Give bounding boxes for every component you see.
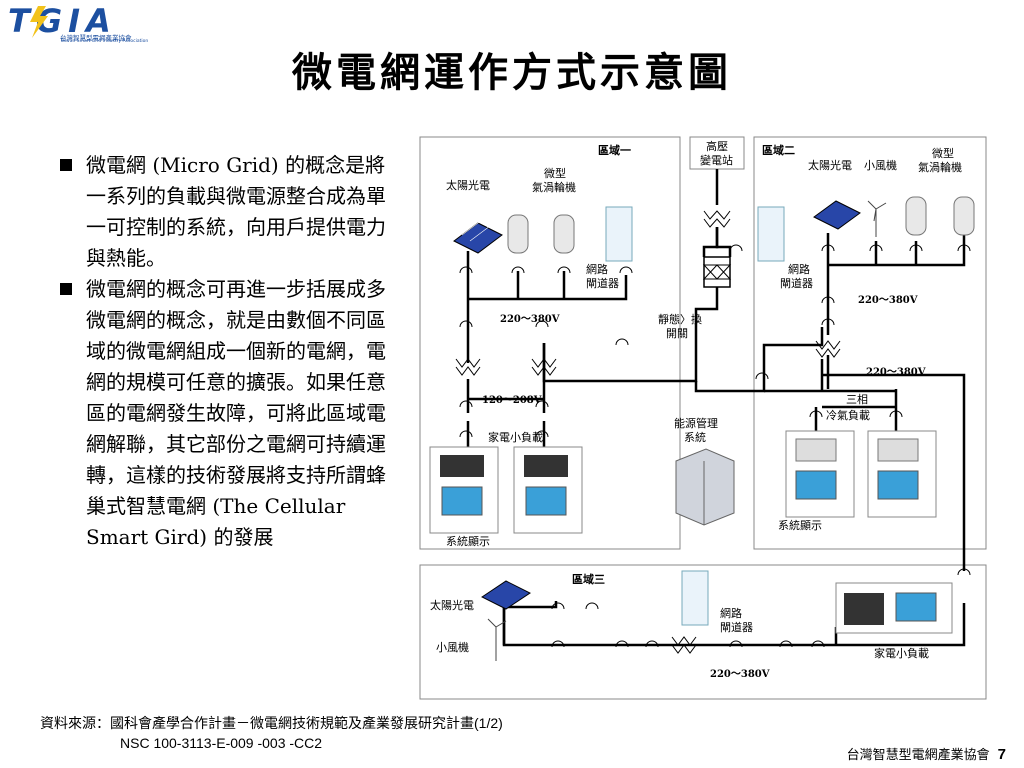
zone2-gateway-label-1: 網路 <box>788 262 810 276</box>
bullet-text: 微電網 (Micro Grid) 的概念是將一系列的負載與微電源整合成為單一可控… <box>86 153 386 270</box>
bullet-square-icon <box>60 159 72 171</box>
zone2-transformers <box>815 340 841 358</box>
static-switch-icon <box>702 264 732 280</box>
zone1-display-label: 系統顯示 <box>446 534 490 548</box>
ems-label-1: 能源管理 <box>674 416 718 430</box>
zone3-gateway-label-2: 閘道器 <box>720 620 753 634</box>
zone3-gateway-icon <box>681 570 709 626</box>
logo-text: TGIA <box>8 4 117 40</box>
zone1-solar-panel-icon <box>453 216 503 254</box>
zone3-breakers <box>551 568 971 648</box>
bullet-text: 微電網的概念可再進一步括展成多微電網的概念，就是由數個不同區域的微電網組成一個新… <box>86 277 386 549</box>
lightning-bolt-icon <box>30 6 48 38</box>
logo-subtitle-en: Taiwan Smart Grid Industry Association <box>60 39 149 44</box>
ems-server-icon <box>675 448 735 526</box>
breaker-icon <box>755 372 769 380</box>
zone1-wiring <box>466 251 628 451</box>
zone1-solar-label: 太陽光電 <box>446 178 490 192</box>
zone2-wind-turbine-icon <box>867 200 887 237</box>
zone1-turbine-label-1: 微型 <box>544 166 566 180</box>
footer: 台灣智慧型電網產業協會 7 <box>847 744 1006 763</box>
zone1-breakers <box>459 266 633 438</box>
microgrid-diagram: 區域一 區域二 區域三 高壓 變電站 <box>416 131 990 703</box>
substation-label-1: 高壓 <box>706 139 728 153</box>
zone2-wind-label: 小風機 <box>864 158 897 172</box>
zone1-voltage-low: 120～208V <box>482 395 542 406</box>
zone2-gateway-icon <box>757 206 785 262</box>
tv-icon <box>440 455 484 477</box>
static-switch-label-2: 開關 <box>666 327 688 340</box>
zone2-breakers <box>809 244 971 418</box>
zone2-turbine-icon <box>905 196 975 236</box>
zone2-solar-label: 太陽光電 <box>808 158 852 172</box>
zone2-voltage-main: 220～380V <box>858 295 918 306</box>
zone3-gateway-label-1: 網路 <box>720 606 742 620</box>
bullet-item: 微電網 (Micro Grid) 的概念是將一系列的負載與微電源整合成為單一可控… <box>58 150 388 274</box>
logo-graphic: TGIA <box>8 4 117 40</box>
zone3-box <box>419 564 987 700</box>
air-conditioner-icon <box>877 438 919 462</box>
zone1-gateway-icon <box>605 206 633 262</box>
bullet-list: 微電網 (Micro Grid) 的概念是將一系列的負載與微電源整合成為單一可控… <box>58 150 388 553</box>
breaker-icon <box>615 338 629 346</box>
page-title: 微電網運作方式示意圖 <box>292 49 732 96</box>
zone2-display-label: 系統顯示 <box>778 518 822 532</box>
footer-org: 台灣智慧型電網產業協會 <box>846 747 990 762</box>
bullet-item: 微電網的概念可再進一步括展成多微電網的概念，就是由數個不同區域的微電網組成一個新… <box>58 274 388 553</box>
zone1-voltage-main: 220～380V <box>500 314 560 325</box>
zone2-label: 區域二 <box>762 143 795 157</box>
tgia-logo: TGIA 台灣智慧型電網產業協會 Taiwan Smart Grid Indus… <box>8 4 183 46</box>
monitor-icon <box>525 486 567 516</box>
tv-icon <box>524 455 568 477</box>
zone3-wind-label: 小風機 <box>436 640 469 654</box>
source-note: 資料來源：國科會產學合作計畫－微電網技術規範及產業發展研究計畫(1/2) NSC… <box>40 713 503 753</box>
zone1-box <box>419 136 681 550</box>
zone3-label: 區域三 <box>572 572 605 586</box>
bullet-square-icon <box>60 283 72 295</box>
substation-label-2: 變電站 <box>700 153 733 167</box>
ems-label-2: 系統 <box>684 430 706 444</box>
zone1-turbine-label-2: 氣渦輪機 <box>532 180 576 194</box>
zone2-solar-panel-icon <box>813 200 861 230</box>
air-conditioner-icon <box>795 438 837 462</box>
source-line-1: 資料來源：國科會產學合作計畫－微電網技術規範及產業發展研究計畫(1/2) <box>40 715 503 731</box>
zone3-voltage: 220～380V <box>710 669 770 680</box>
zone1-turbine-icon <box>507 214 575 254</box>
zone2-gateway-label-2: 閘道器 <box>780 276 813 290</box>
diagram-svg: 區域一 區域二 區域三 高壓 變電站 <box>419 136 987 700</box>
monitor-icon <box>895 592 937 622</box>
zone1-gateway-label-2: 閘道器 <box>586 276 619 290</box>
static-switch-label-1: 靜態〉換 <box>658 312 702 326</box>
monitor-icon <box>441 486 483 516</box>
monitor-icon <box>795 470 837 500</box>
tv-icon <box>844 593 884 625</box>
zone2-turbine-label-1: 微型 <box>932 146 954 160</box>
zone3-transformer <box>671 636 697 654</box>
monitor-icon <box>877 470 919 500</box>
zone1-transformers <box>455 358 557 376</box>
logo-subtitle: 台灣智慧型電網產業協會 <box>60 34 132 42</box>
zone1-label: 區域一 <box>598 143 631 157</box>
zone2-load-label-2: 冷氣負載 <box>826 408 870 422</box>
page-number: 7 <box>997 746 1006 763</box>
zone1-gateway-label-1: 網路 <box>586 262 608 276</box>
breaker-icon <box>729 244 743 252</box>
zone2-box <box>753 136 987 550</box>
zone2-wiring <box>814 225 966 431</box>
zone2-turbine-label-2: 氣渦輪機 <box>918 160 962 174</box>
zone1-load-label: 家電小負載 <box>488 430 543 444</box>
main-feeder <box>542 169 966 571</box>
zone3-load-label: 家電小負載 <box>874 646 929 660</box>
zone2-load-label-1: 三相 <box>846 393 868 406</box>
zone3-solar-label: 太陽光電 <box>430 598 474 612</box>
zone3-solar-panel-icon <box>481 580 531 610</box>
zone2-voltage-low: 220～380V <box>866 367 926 378</box>
zone3-wind-turbine-icon <box>487 618 507 661</box>
source-line-2: NSC 100-3113-E-009 -003 -CC2 <box>120 735 323 751</box>
substation-transformer <box>703 210 731 228</box>
